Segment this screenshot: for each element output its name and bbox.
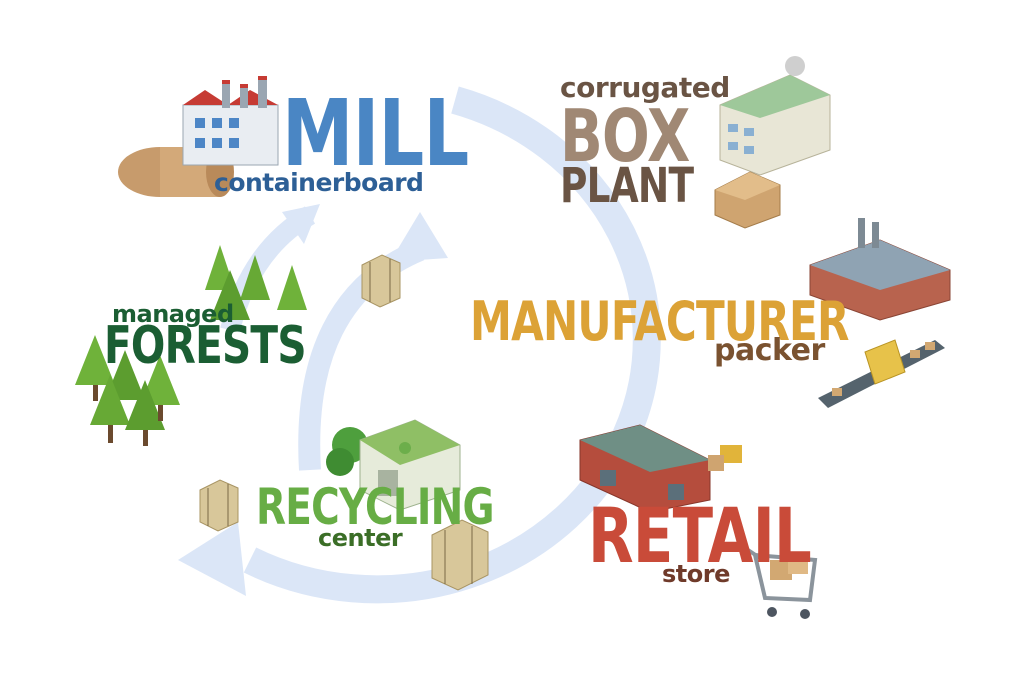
forests-title: FORESTS (104, 316, 307, 376)
box-plant-building-icon (714, 56, 831, 229)
retail-warehouse-icon (579, 424, 742, 513)
forests-prefix: managed (112, 300, 234, 328)
retail-subtitle: store (662, 560, 730, 588)
recycling-subtitle: center (318, 524, 403, 552)
manufacturer-factory-icon (809, 218, 951, 408)
arrowhead-up-left (282, 204, 320, 244)
box-plant-title: BOX (560, 94, 690, 178)
bale-top-center-icon (361, 254, 401, 308)
shopping-cart-icon (746, 548, 818, 619)
manufacturer-title: MANUFACTURER (470, 290, 849, 353)
retail-title: RETAIL (588, 491, 812, 580)
forest-trees-icon (75, 245, 307, 446)
recycling-title: RECYCLING (256, 478, 495, 536)
box-plant-prefix: corrugated (560, 71, 730, 104)
mill-title: MILL (282, 80, 469, 187)
box-plant-title2: PLANT (560, 158, 694, 214)
arrowhead-up-center (390, 212, 448, 262)
arrowhead-left (178, 522, 246, 596)
mill-subtitle: containerboard (214, 168, 424, 197)
recycling-center-icon (326, 419, 461, 511)
mill-factory-icon (118, 76, 279, 197)
bale-left-icon (199, 479, 239, 532)
bale-recycling-icon (431, 519, 489, 591)
manufacturer-subtitle: packer (714, 333, 825, 368)
